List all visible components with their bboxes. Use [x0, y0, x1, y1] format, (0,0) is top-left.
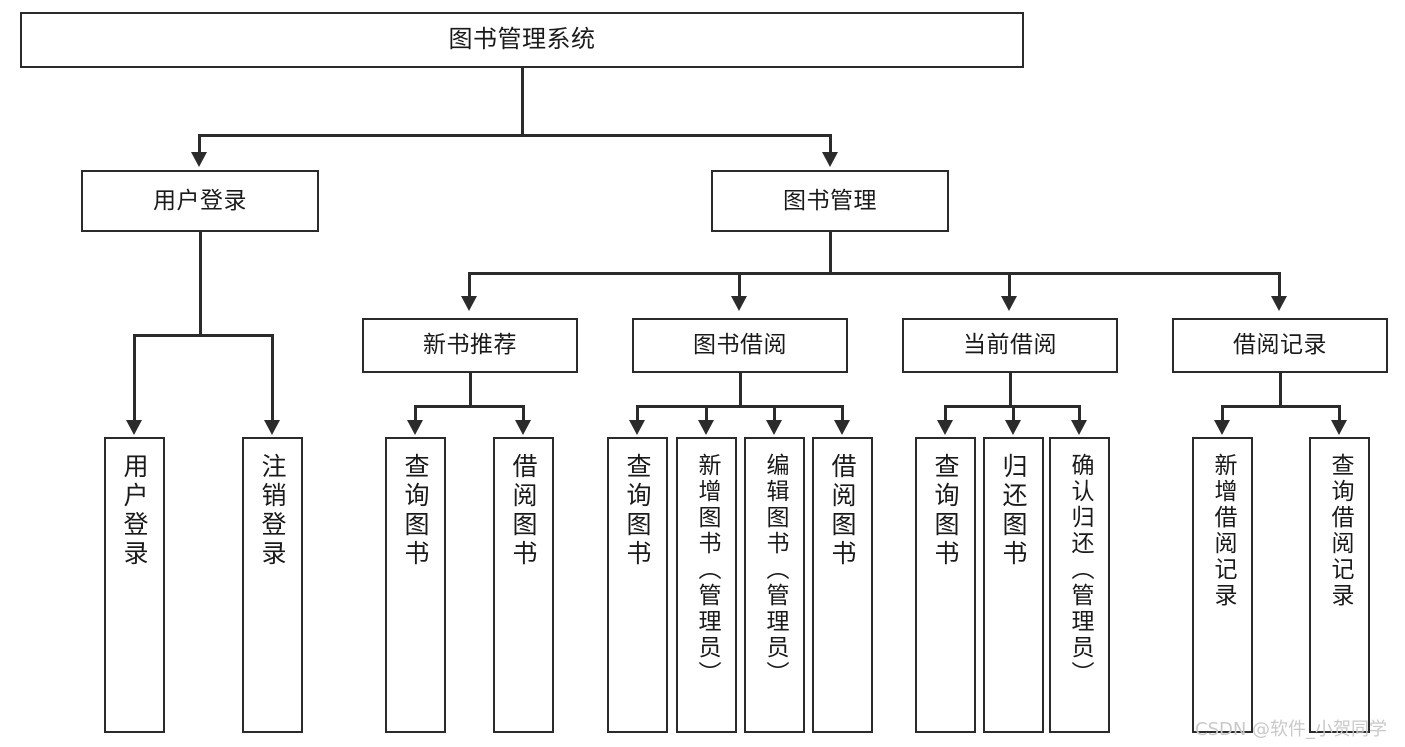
node-label: 图书管理 — [783, 187, 877, 214]
arrowhead-borrow-record — [1271, 296, 1287, 311]
arrowhead-bb-leaf-2 — [698, 420, 714, 435]
node-current-borrow[interactable]: 当前借阅 — [902, 318, 1118, 373]
leaf-user-login-login[interactable]: 用户登录 — [104, 437, 165, 733]
node-label: 查询图书 — [931, 453, 960, 569]
arrowhead-nb-leaf-2 — [515, 420, 531, 435]
connector-drop-current-borrow — [1008, 272, 1011, 298]
leaf-borrow-record-query[interactable]: 查询借阅记录 — [1309, 437, 1370, 733]
arrowhead-ul-leaf-1 — [126, 420, 142, 435]
connector-drop-book-management — [829, 134, 832, 154]
connector-new-book-bus — [414, 405, 524, 408]
connector-drop-cb-leaf-3 — [1078, 405, 1081, 423]
leaf-user-login-logout[interactable]: 注销登录 — [242, 437, 303, 733]
leaf-new-book-borrow[interactable]: 借阅图书 — [493, 437, 554, 733]
node-label: 用户登录 — [153, 187, 247, 214]
node-label: 新增图书（管理员） — [694, 453, 720, 687]
arrowhead-br-leaf-2 — [1331, 420, 1347, 435]
connector-drop-br-leaf-2 — [1338, 405, 1341, 423]
connector-current-borrow-stem — [1009, 373, 1012, 407]
node-label: 图书借阅 — [693, 332, 787, 359]
arrowhead-ul-leaf-2 — [264, 420, 280, 435]
csdn-watermark: CSDN @软件_小贺同学 — [1195, 719, 1388, 740]
connector-drop-nb-leaf-2 — [522, 405, 525, 423]
connector-book-management-stem — [829, 232, 832, 274]
arrowhead-br-leaf-1 — [1214, 420, 1230, 435]
connector-new-book-stem — [469, 373, 472, 407]
node-label: 查询图书 — [623, 453, 652, 569]
node-new-book-recommend[interactable]: 新书推荐 — [362, 318, 578, 373]
node-label: 图书管理系统 — [448, 25, 596, 54]
leaf-current-borrow-return[interactable]: 归还图书 — [983, 437, 1044, 733]
node-label: 用户登录 — [120, 453, 149, 569]
connector-borrow-record-bus — [1221, 405, 1340, 408]
arrowhead-new-book — [461, 296, 477, 311]
node-label: 确认归还（管理员） — [1067, 453, 1093, 687]
node-label: 新书推荐 — [423, 332, 517, 359]
arrowhead-cb-leaf-2 — [1005, 420, 1021, 435]
connector-drop-book-borrow — [738, 272, 741, 298]
node-label: 归还图书 — [999, 453, 1028, 569]
arrowhead-nb-leaf-1 — [407, 420, 423, 435]
connector-root-stem — [521, 68, 524, 136]
leaf-new-book-query[interactable]: 查询图书 — [385, 437, 446, 733]
arrowhead-bb-leaf-1 — [629, 420, 645, 435]
node-borrow-record[interactable]: 借阅记录 — [1172, 318, 1388, 373]
connector-drop-borrow-record — [1278, 272, 1281, 298]
connector-book-borrow-stem — [739, 373, 742, 407]
arrowhead-bb-leaf-4 — [834, 420, 850, 435]
node-user-login[interactable]: 用户登录 — [81, 170, 319, 232]
leaf-book-borrow-borrow[interactable]: 借阅图书 — [812, 437, 873, 733]
connector-drop-bb-leaf-4 — [841, 405, 844, 423]
connector-borrow-record-stem — [1279, 373, 1282, 407]
connector-user-login-stem — [199, 232, 202, 336]
connector-user-login-bus — [133, 334, 273, 337]
leaf-current-borrow-query[interactable]: 查询图书 — [915, 437, 976, 733]
connector-book-borrow-bus — [636, 405, 844, 408]
connector-drop-cb-leaf-2 — [1012, 405, 1015, 423]
node-label: 借阅图书 — [828, 453, 857, 569]
connector-drop-ul-leaf-1 — [133, 334, 136, 422]
node-label: 编辑图书（管理员） — [762, 453, 788, 687]
connector-drop-br-leaf-1 — [1221, 405, 1224, 423]
arrowhead-user-login — [191, 152, 207, 167]
arrowhead-book-management — [822, 152, 838, 167]
leaf-book-borrow-query[interactable]: 查询图书 — [607, 437, 668, 733]
connector-drop-nb-leaf-1 — [414, 405, 417, 423]
leaf-borrow-record-add[interactable]: 新增借阅记录 — [1192, 437, 1253, 733]
leaf-book-borrow-edit[interactable]: 编辑图书（管理员） — [744, 437, 805, 733]
connector-drop-cb-leaf-1 — [944, 405, 947, 423]
node-label: 查询图书 — [401, 453, 430, 569]
node-book-borrow[interactable]: 图书借阅 — [632, 318, 848, 373]
connector-drop-bb-leaf-1 — [636, 405, 639, 423]
node-label: 查询借阅记录 — [1327, 453, 1353, 609]
leaf-book-borrow-add[interactable]: 新增图书（管理员） — [676, 437, 737, 733]
arrowhead-current-borrow — [1001, 296, 1017, 311]
node-label: 当前借阅 — [963, 332, 1057, 359]
connector-drop-ul-leaf-2 — [271, 334, 274, 422]
connector-level2-bus — [198, 134, 831, 137]
connector-drop-bb-leaf-2 — [705, 405, 708, 423]
connector-drop-user-login — [198, 134, 201, 154]
node-label: 注销登录 — [258, 453, 287, 569]
node-label: 借阅记录 — [1233, 332, 1327, 359]
connector-drop-bb-leaf-3 — [773, 405, 776, 423]
arrowhead-book-borrow — [731, 296, 747, 311]
arrowhead-cb-leaf-3 — [1071, 420, 1087, 435]
connector-drop-new-book — [468, 272, 471, 298]
arrowhead-bb-leaf-3 — [766, 420, 782, 435]
connector-level3-bus — [468, 272, 1280, 275]
leaf-current-borrow-confirm-return[interactable]: 确认归还（管理员） — [1049, 437, 1110, 733]
node-book-management[interactable]: 图书管理 — [711, 170, 949, 232]
node-label: 借阅图书 — [509, 453, 538, 569]
node-label: 新增借阅记录 — [1210, 453, 1236, 609]
arrowhead-cb-leaf-1 — [937, 420, 953, 435]
node-root-book-management-system[interactable]: 图书管理系统 — [20, 12, 1024, 68]
